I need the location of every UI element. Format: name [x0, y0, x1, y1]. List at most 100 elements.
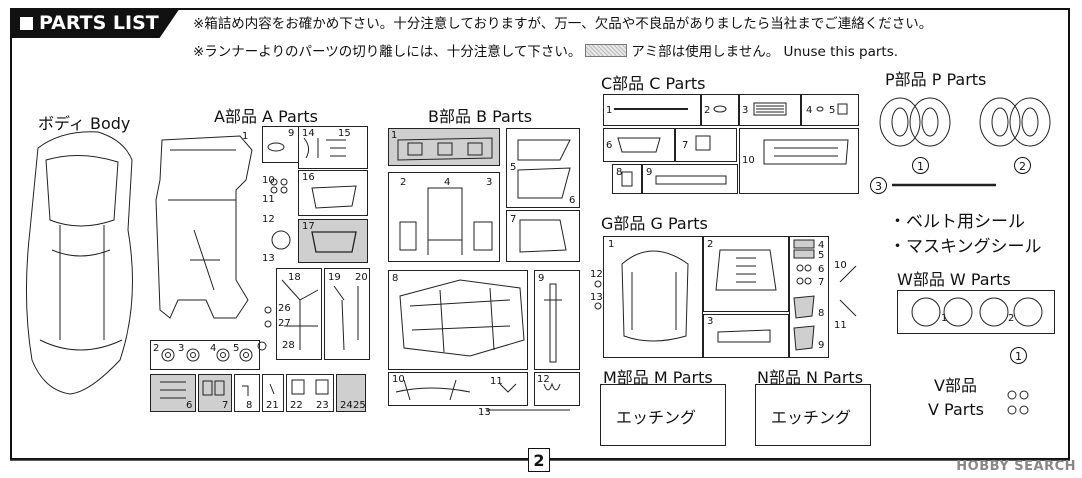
part-number: 24	[340, 400, 353, 411]
b-part-5-6-drawing	[517, 139, 571, 199]
part-number: 8	[818, 308, 825, 319]
part-number: 12	[590, 269, 603, 280]
part-number: 7	[222, 400, 229, 411]
g-part-3-drawing	[717, 329, 771, 343]
a-part-21-box	[262, 374, 284, 412]
part-number: 1	[391, 130, 398, 141]
body-label: ボディ Body	[38, 114, 131, 133]
part-number: 11	[834, 320, 847, 331]
parts-list-title: PARTS LIST	[10, 8, 180, 38]
part-number: 25	[353, 400, 366, 411]
car-body-drawing	[25, 131, 133, 395]
b-part-12-drawing	[543, 382, 561, 391]
p-part-1-circled: 1	[912, 157, 929, 174]
b-part-9-box	[534, 270, 580, 370]
w-parts-box	[897, 290, 1055, 334]
part-number: 10	[262, 175, 275, 186]
c-part-8-box	[612, 164, 642, 194]
a-part-23-drawing	[315, 379, 329, 395]
part-number: 27	[278, 318, 291, 329]
c-part-4-drawing	[816, 106, 824, 112]
a-part-17-box	[298, 219, 368, 263]
b-parts-label: B部品 B Parts	[428, 107, 533, 126]
part-number: 6	[186, 400, 193, 411]
n-etching-label: エッチング	[771, 408, 852, 427]
c-part-6-box	[603, 128, 675, 162]
b-part-7-box	[506, 210, 580, 262]
part-number: 6	[569, 195, 576, 206]
g-part-7-drawing	[796, 277, 804, 285]
c-part-9-drawing	[655, 175, 727, 185]
part-number: 2	[704, 105, 711, 116]
a-part-16-box	[298, 170, 368, 216]
b-part-11-drawing	[499, 383, 517, 393]
part-number: 6	[818, 264, 825, 275]
g-parts-label: G部品 G Parts	[601, 214, 708, 233]
part-number: 10	[834, 260, 847, 271]
c-part-10-box	[739, 128, 859, 194]
m-parts-box	[600, 384, 726, 446]
g-part-8-drawing	[793, 295, 815, 319]
a-part-16-drawing	[311, 185, 357, 209]
g-part-4-9-box	[789, 236, 829, 358]
part-number: 22	[290, 400, 303, 411]
a-part-10-drawing	[270, 178, 278, 186]
w-parts-drawing	[911, 297, 1043, 327]
g-part-2-drawing	[715, 249, 777, 291]
part-number: 8	[246, 400, 253, 411]
part-number: 3	[707, 316, 714, 327]
part-number: 4	[210, 343, 217, 354]
a-parts-label: A部品 A Parts	[214, 107, 318, 126]
v-parts-label-en: V Parts	[928, 400, 984, 419]
c-part-6-drawing	[617, 137, 661, 153]
a-part-6-box	[150, 374, 196, 412]
b-part-12-box	[534, 372, 580, 406]
c-part-2-box	[701, 94, 739, 126]
v-part-1-circled: 1	[1010, 347, 1027, 364]
part-number: 15	[338, 128, 351, 139]
c-parts-label: C部品 C Parts	[601, 74, 706, 93]
g-part-1-box	[603, 236, 703, 358]
part-number: 26	[278, 303, 291, 314]
part-number: 7	[818, 277, 825, 288]
b-part-5-6-box	[506, 128, 580, 208]
c-part-7-drawing	[695, 135, 711, 151]
a-steering-wheel-drawing	[271, 230, 291, 250]
a-part-17-drawing	[311, 231, 357, 253]
g-part-6-drawing	[796, 264, 804, 272]
part-number: 9	[538, 273, 545, 284]
b-dashboard-drawing	[397, 137, 493, 161]
a-part-18-drawing	[281, 279, 319, 350]
a-part-22-23-box	[286, 374, 334, 412]
c-part-1-box	[603, 94, 701, 126]
part-number: 5	[233, 343, 240, 354]
mesh-swatch-icon	[585, 44, 628, 57]
c-part-10-drawing	[763, 139, 849, 165]
b-part-10-drawing	[395, 379, 471, 401]
g-part-2-box	[703, 236, 789, 312]
page-number: 2	[528, 448, 550, 472]
a-part-19-20-box	[324, 268, 370, 360]
part-number: 9	[818, 340, 825, 351]
note-line-1: ※箱詰め内容をお確かめ下さい。十分注意しておりますが、万一、欠品や不良品がありま…	[193, 16, 933, 32]
v-parts-label-jp: V部品	[934, 376, 977, 395]
part-number: 10	[742, 155, 755, 166]
n-parts-box	[755, 384, 871, 446]
part-number: 2	[1008, 313, 1015, 324]
a-part-9-drawing	[267, 142, 285, 152]
a-part-14-15-drawing	[303, 137, 346, 159]
part-number: 8	[616, 167, 623, 178]
part-number: 14	[302, 128, 315, 139]
part-number: 7	[682, 140, 689, 151]
a-wheels-drawing	[161, 348, 253, 362]
c-part-8-drawing	[621, 171, 633, 187]
part-number: 11	[262, 194, 275, 205]
a-part-2-5-box	[150, 340, 260, 370]
part-number: 3	[742, 105, 749, 116]
b-part-2-4-box	[388, 172, 500, 262]
g-part-10-11-drawing	[839, 265, 857, 317]
b-part-9-drawing	[544, 283, 562, 363]
part-number: 12	[262, 214, 275, 225]
part-number: 9	[646, 167, 653, 178]
a-part-8-box	[234, 374, 260, 412]
